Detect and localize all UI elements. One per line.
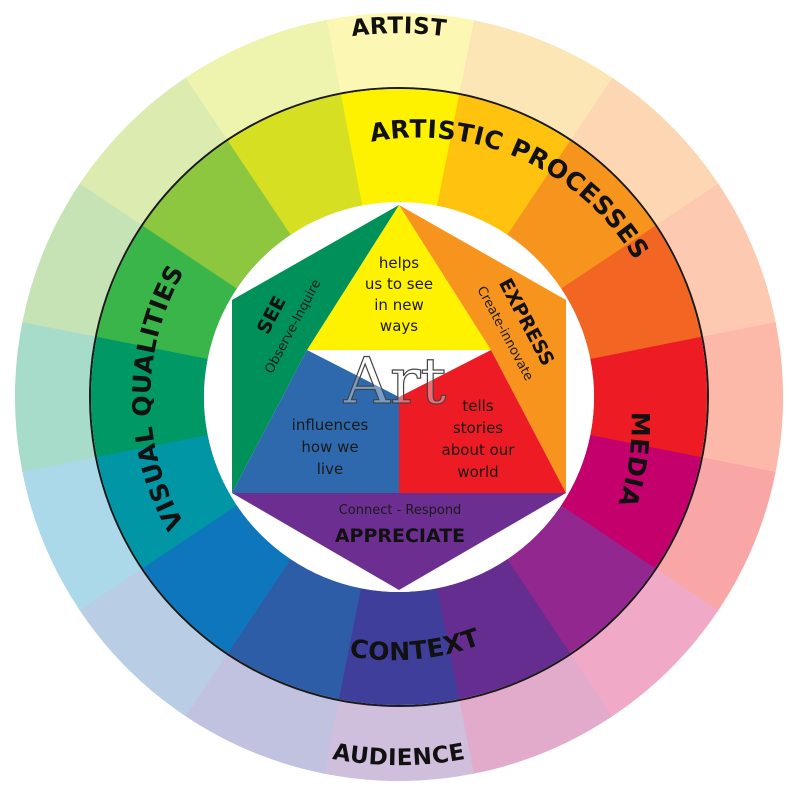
middle-ring-segment-8 [435, 559, 571, 700]
middle-ring-segment-14 [96, 224, 238, 359]
appreciate-title: APPRECIATE [335, 525, 465, 547]
middle-ring [90, 89, 708, 706]
tells-line-2: stories [453, 419, 503, 437]
tells-line-1: tells [462, 397, 493, 415]
influences-line-1: influences [292, 416, 369, 434]
middle-ring-segment-5 [589, 336, 708, 460]
tells-line-3: about our [442, 441, 516, 459]
outer-ring-segment-2 [459, 20, 615, 143]
outer-ring-segment-6 [653, 457, 776, 613]
outer-ring-segment-15 [79, 76, 230, 226]
outer-ring-segment-14 [22, 181, 145, 337]
influences-line-3: live [317, 460, 343, 478]
top-line-4: ways [380, 317, 418, 335]
middle-ring-segment-2 [437, 94, 572, 236]
hexagon [232, 205, 566, 590]
middle-ring-segment-9 [336, 587, 460, 706]
hex-segment-express [399, 205, 566, 493]
middle-ring-segment-7 [506, 505, 656, 655]
middle-ring-segment-6 [560, 435, 702, 570]
middle-ring-segment-4 [561, 225, 702, 361]
appreciate-subtitle: Connect - Respond [339, 503, 462, 518]
outer-ring-segment-10 [183, 651, 339, 774]
hex-segment-influences [232, 350, 399, 493]
influences-segment-text: influences how we live [292, 416, 369, 478]
hex-segment-see [232, 205, 399, 493]
outer-ring-segment-5 [700, 322, 784, 475]
outer-ring-segment-3 [570, 77, 720, 228]
middle-ring-segment-13 [90, 334, 209, 458]
middle-ring-segment-1 [338, 89, 462, 207]
middle-ring-segment-3 [507, 140, 657, 290]
tells-line-4: world [457, 463, 498, 481]
top-line-2: us to see [365, 275, 433, 293]
middle-ring-segment-10 [226, 558, 361, 700]
hex-segment-appreciate [232, 493, 566, 590]
middle-ring-outline [89, 87, 709, 707]
hex-segment-top [307, 205, 491, 350]
outer-ring [14, 12, 784, 781]
outer-ring-segment-13 [14, 319, 98, 472]
outer-ring-segment-1 [324, 12, 477, 96]
top-line-3: in new [374, 296, 423, 314]
outer-ring-segment-8 [456, 653, 613, 775]
hex-segment-tells [399, 350, 566, 493]
middle-ring-segment-16 [227, 94, 363, 235]
middle-ring-segment-15 [142, 139, 292, 289]
outer-ring-segment-4 [655, 183, 777, 340]
outer-ring-segment-7 [568, 568, 719, 718]
top-line-1: helps [379, 254, 419, 272]
tells-segment-text: tells stories about our world [442, 397, 516, 481]
label-artist: ARTIST [350, 13, 448, 42]
influences-line-2: how we [301, 438, 358, 456]
outer-ring-segment-12 [21, 454, 143, 611]
middle-ring-segment-12 [96, 433, 237, 569]
outer-ring-segment-11 [78, 566, 228, 717]
top-segment-text: helps us to see in new ways [365, 254, 433, 335]
outer-ring-segment-16 [185, 19, 342, 141]
outer-ring-segment-9 [321, 698, 474, 781]
middle-ring-segment-11 [141, 504, 291, 654]
art-center-word: Art [343, 345, 447, 419]
